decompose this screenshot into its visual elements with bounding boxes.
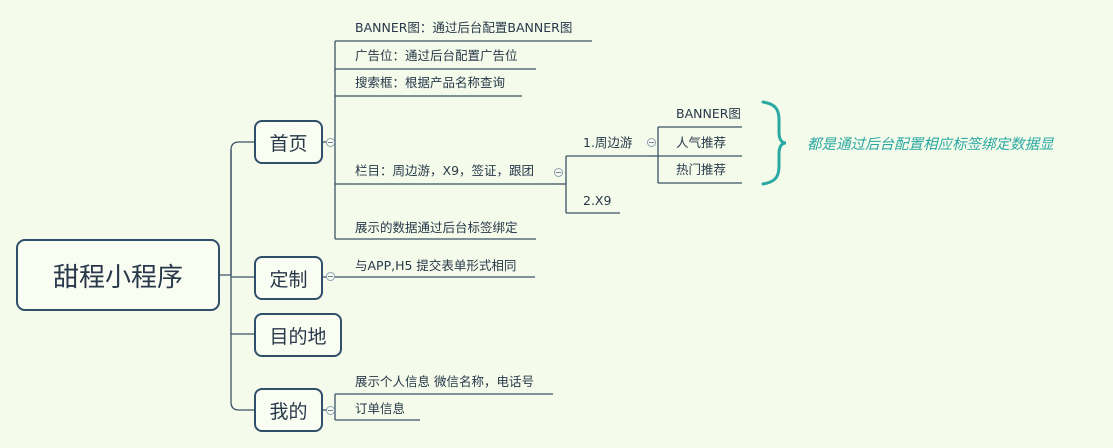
mine-item-profile[interactable]: 展示个人信息 微信名称，电话号: [355, 374, 534, 389]
home-item-ad[interactable]: 广告位：通过后台配置广告位: [355, 48, 518, 63]
home-item-banner[interactable]: BANNER图：通过后台配置BANNER图: [355, 20, 573, 35]
custom-node[interactable]: 定制: [254, 256, 323, 300]
custom-collapse-toggle[interactable]: [326, 272, 335, 281]
home-item-data-binding[interactable]: 展示的数据通过后台标签绑定: [355, 220, 518, 235]
home-node[interactable]: 首页: [254, 120, 323, 164]
home-collapse-toggle[interactable]: [326, 138, 335, 147]
root-node[interactable]: 甜程小程序: [16, 239, 220, 311]
mine-collapse-toggle[interactable]: [326, 406, 335, 415]
column-item-tour[interactable]: 1.周边游: [583, 135, 633, 150]
curly-brace: [761, 100, 787, 186]
tour-item-popular[interactable]: 人气推荐: [676, 135, 727, 150]
home-item-search[interactable]: 搜索框：根据产品名称查询: [355, 75, 506, 90]
column-collapse-toggle[interactable]: [554, 168, 563, 177]
mine-item-orders[interactable]: 订单信息: [355, 401, 406, 416]
tour-item-banner[interactable]: BANNER图: [676, 106, 741, 121]
home-item-columns[interactable]: 栏目：周边游，X9，签证，跟团: [355, 163, 535, 178]
mine-node[interactable]: 我的: [254, 388, 323, 432]
tour-collapse-toggle[interactable]: [647, 138, 656, 147]
column-item-x9[interactable]: 2.X9: [583, 193, 612, 208]
custom-item-form[interactable]: 与APP,H5 提交表单形式相同: [355, 258, 517, 273]
destination-node[interactable]: 目的地: [254, 313, 342, 357]
tour-item-hot[interactable]: 热门推荐: [676, 162, 727, 177]
callout-note[interactable]: 都是通过后台配置相应标签绑定数据显: [807, 137, 1054, 153]
